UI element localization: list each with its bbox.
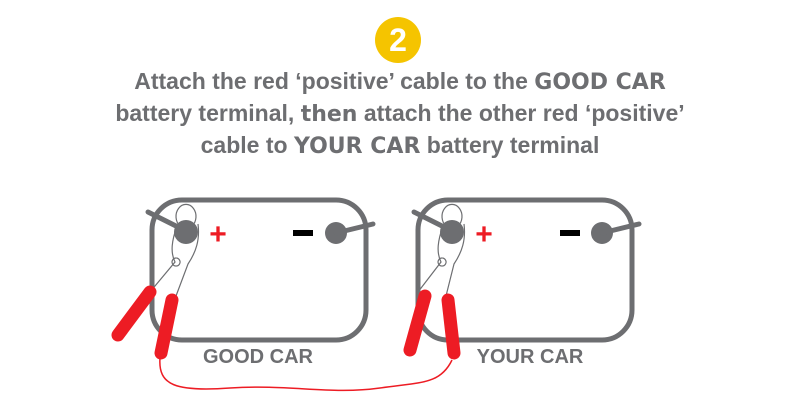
instruction-line1: Attach the red ‘positive’ cable to the	[134, 68, 535, 94]
negative-sign	[560, 230, 580, 236]
battery-your-car: + YOUR CAR	[411, 197, 642, 368]
negative-terminal-post	[333, 221, 376, 236]
battery-label: YOUR CAR	[477, 346, 584, 368]
instruction-emphasis-good-car: GOOD CAR	[534, 70, 666, 95]
instruction-line3-end: battery terminal	[420, 132, 600, 158]
instruction-text: Attach the red ‘positive’ cable to the G…	[0, 66, 800, 162]
instruction-line2: battery terminal,	[115, 100, 301, 126]
negative-sign	[293, 230, 313, 236]
instruction-emphasis-then: then	[300, 102, 358, 127]
battery-good-car: + GOOD CAR	[145, 197, 376, 368]
positive-sign: +	[209, 218, 227, 251]
red-clamp-your-car	[403, 203, 466, 360]
positive-terminal-post	[145, 209, 183, 231]
battery-label: GOOD CAR	[203, 346, 314, 368]
instruction-emphasis-your-car: YOUR CAR	[293, 134, 421, 159]
cable-wire	[159, 357, 453, 392]
positive-terminal-post	[411, 209, 449, 231]
red-clamp-good-car	[111, 203, 200, 360]
step-number-badge: 2	[375, 17, 421, 63]
instruction-line2-end: attach the other red ‘positive’	[357, 100, 685, 126]
negative-terminal-post	[599, 221, 642, 236]
instruction-line3: cable to	[200, 132, 294, 158]
positive-sign: +	[475, 218, 493, 251]
